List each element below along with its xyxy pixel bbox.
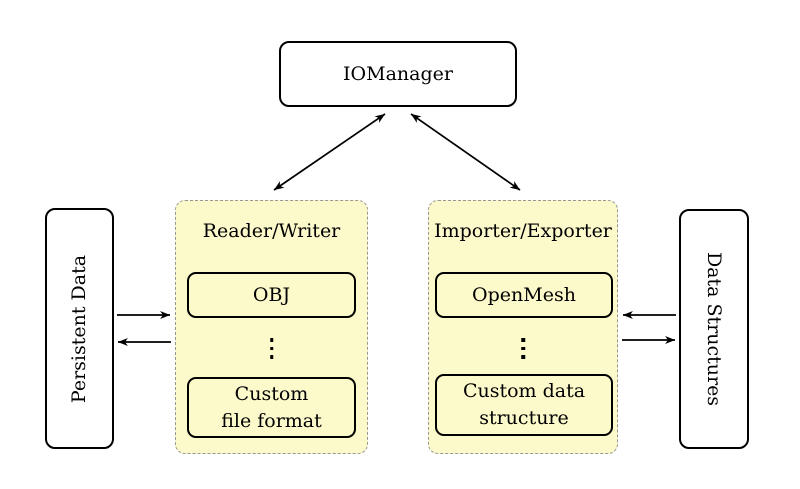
openmesh-node: OpenMesh xyxy=(435,272,613,318)
reader-writer-group: Reader/Writer OBJ Custom file format xyxy=(175,200,368,454)
custom-file-format-node: Custom file format xyxy=(187,377,356,438)
obj-label: OBJ xyxy=(252,283,291,306)
custom-file-format-label: Custom file format xyxy=(221,382,322,432)
vertical-ellipsis-icon xyxy=(521,338,525,359)
obj-node: OBJ xyxy=(187,272,356,318)
arrow-iomanager-readerwriter xyxy=(273,113,386,191)
data-structures-label: Data Structures xyxy=(703,251,725,407)
openmesh-label: OpenMesh xyxy=(472,283,576,306)
arrow-iomanager-importerexporter xyxy=(410,113,521,191)
importer-exporter-title: Importer/Exporter xyxy=(434,220,612,242)
reader-writer-title: Reader/Writer xyxy=(202,220,341,242)
importer-exporter-group: Importer/Exporter OpenMesh Custom data s… xyxy=(428,200,618,454)
vertical-ellipsis-icon xyxy=(269,338,274,359)
iomanager-node: IOManager xyxy=(279,41,517,107)
persistent-data-label: Persistent Data xyxy=(68,254,91,403)
custom-data-structure-label: Custom data structure xyxy=(462,380,586,429)
data-structures-node: Data Structures xyxy=(679,209,749,449)
persistent-data-node: Persistent Data xyxy=(45,208,114,449)
iomanager-label: IOManager xyxy=(343,63,453,85)
custom-data-structure-node: Custom data structure xyxy=(435,374,613,436)
